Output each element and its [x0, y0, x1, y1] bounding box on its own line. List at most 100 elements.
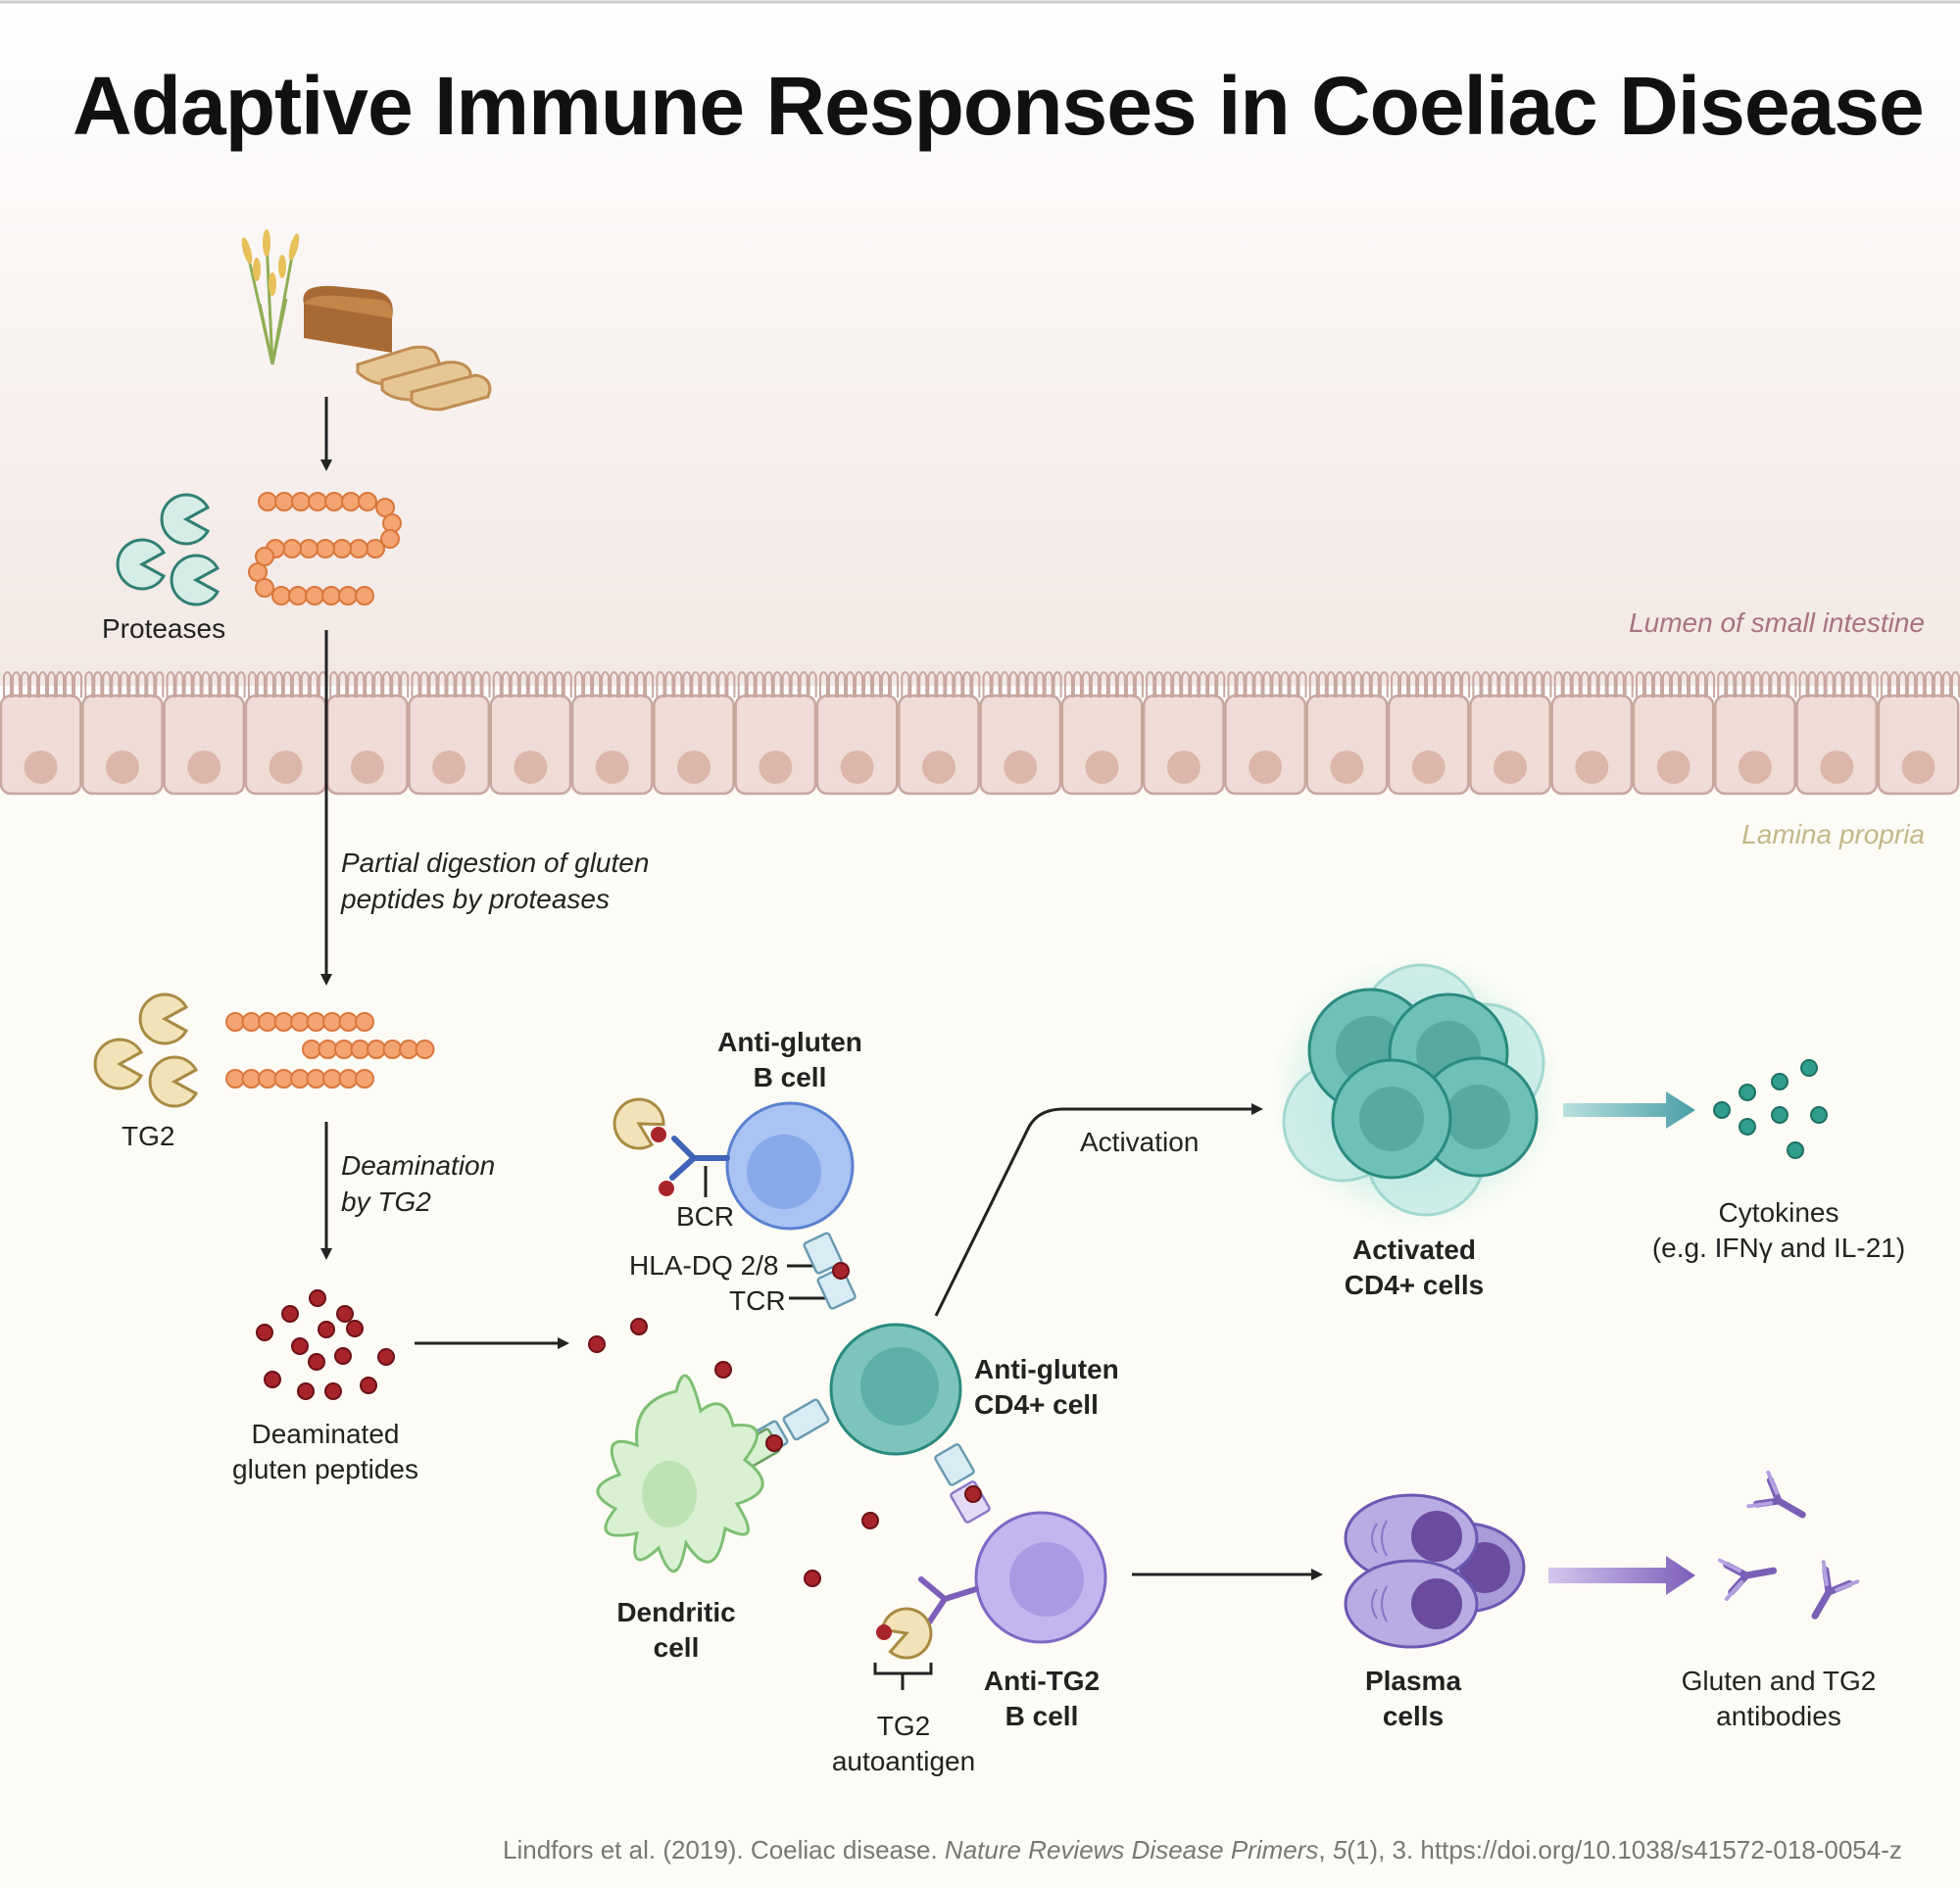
peptide-bead	[258, 1012, 277, 1032]
tg2-autoantigen-bracket	[873, 1663, 933, 1690]
epithelial-nucleus	[1901, 750, 1936, 784]
deaminated-peptides	[256, 1289, 879, 1587]
epithelial-cell	[1305, 694, 1389, 796]
epithelial-cell	[1714, 694, 1796, 796]
cytokines-label: Cytokines (e.g. IFNγ and IL-21)	[1651, 1197, 1906, 1263]
epithelial-cell	[1632, 694, 1715, 796]
epithelial-nucleus	[1575, 750, 1609, 784]
epithelial-nucleus	[24, 750, 58, 784]
peptide-bead	[288, 586, 308, 605]
deaminated-peptide	[346, 1320, 364, 1337]
epithelial-nucleus	[514, 750, 548, 784]
microvilli	[1308, 671, 1389, 698]
anti-gluten-b-cell-label: Anti-gluten B cell	[717, 1027, 862, 1092]
peptide-bead	[399, 1040, 418, 1059]
anti-gluten-b-cell	[725, 1101, 855, 1231]
dendritic-cell-label: Dendritic cell	[616, 1597, 736, 1663]
epithelial-nucleus	[1820, 750, 1854, 784]
peptide-bead	[258, 492, 277, 511]
lumen-label: Lumen of small intestine	[1629, 607, 1925, 638]
peptide-bead	[355, 1012, 374, 1032]
epithelial-nucleus	[1330, 750, 1364, 784]
peptide-bead	[338, 1069, 359, 1089]
arrow-activation	[934, 1103, 1263, 1317]
microvilli	[1472, 671, 1552, 698]
activation-label: Activation	[1080, 1127, 1200, 1157]
peptide-bead	[306, 1069, 326, 1089]
peptide-bead	[332, 539, 352, 558]
microvilli	[1636, 671, 1715, 698]
microvilli	[1391, 671, 1471, 698]
deaminated-peptide	[630, 1318, 648, 1335]
microvilli	[411, 671, 491, 698]
peptide-bead	[349, 539, 368, 558]
peptide-bead	[273, 1012, 294, 1032]
deaminated-peptide	[336, 1305, 354, 1323]
peptide-bead	[273, 1069, 294, 1089]
microvilli	[1063, 671, 1144, 698]
peptide-bead	[299, 539, 318, 558]
wheat-icon	[241, 229, 300, 365]
peptide-bead	[305, 586, 324, 605]
peptide-bead	[271, 586, 291, 605]
microvilli	[1227, 671, 1307, 698]
deaminated-peptide	[861, 1512, 879, 1529]
peptide-bead	[290, 1012, 310, 1032]
tg2-label: TG2	[122, 1121, 175, 1151]
peptide-bead	[316, 539, 335, 558]
arrow-antibody-secretion	[1548, 1556, 1695, 1595]
epithelial-cell	[1877, 694, 1960, 796]
peptide-bead	[258, 1069, 277, 1089]
epithelial-cell	[570, 694, 654, 796]
microvilli	[819, 671, 899, 698]
epithelial-cell	[0, 694, 82, 796]
citation: Lindfors et al. (2019). Coeliac disease.…	[503, 1835, 1902, 1864]
epithelium-layer	[0, 671, 1960, 796]
deaminated-peptide	[360, 1377, 377, 1394]
deaminated-peptide	[281, 1305, 299, 1323]
epithelial-cell	[815, 694, 899, 796]
microvilli	[247, 671, 327, 698]
peptide-bead	[255, 578, 274, 598]
page-title: Adaptive Immune Responses in Coeliac Dis…	[73, 60, 1925, 152]
deamination-label: Deamination by TG2	[341, 1150, 496, 1217]
epithelial-nucleus	[350, 750, 384, 784]
gluten-peptide-chain	[225, 492, 435, 1089]
epithelial-cell	[163, 694, 246, 796]
bcr-receptor	[669, 1136, 730, 1181]
deaminated-peptide	[318, 1321, 335, 1338]
epithelial-nucleus	[921, 750, 956, 784]
deaminated-peptide	[804, 1570, 821, 1587]
deaminated-peptides-label: Deaminated gluten peptides	[232, 1419, 418, 1484]
microvilli	[1798, 671, 1879, 698]
peptide-bead	[290, 1069, 310, 1089]
epithelial-cell	[1550, 694, 1634, 796]
anti-gluten-cd4-label: Anti-gluten CD4+ cell	[974, 1354, 1119, 1420]
peptide-bead	[334, 1040, 354, 1059]
deaminated-peptide	[291, 1337, 309, 1355]
hla-tcr-complex-b	[803, 1232, 857, 1310]
peptide-bead	[306, 1012, 326, 1032]
peptide-bead	[225, 1012, 245, 1032]
peptide-bead	[380, 529, 400, 549]
epithelial-nucleus	[1166, 750, 1200, 784]
microvilli	[84, 671, 165, 698]
peptide-bead	[382, 1040, 403, 1059]
peptide-bead	[318, 1040, 338, 1059]
epithelial-nucleus	[595, 750, 629, 784]
peptide-bead	[350, 1040, 370, 1059]
microvilli	[1146, 671, 1226, 698]
peptide-bead	[322, 1069, 342, 1089]
peptide-bead	[358, 492, 377, 511]
peptide-bead	[338, 1012, 359, 1032]
epithelial-cell	[734, 694, 817, 796]
epithelial-cell	[979, 694, 1062, 796]
epithelial-nucleus	[105, 750, 139, 784]
microvilli	[574, 671, 655, 698]
peptide-bead	[367, 1040, 386, 1059]
epithelial-cell	[1469, 694, 1551, 796]
hla-tcr-complex-tg2b	[934, 1443, 975, 1486]
peptide-bead	[282, 539, 302, 558]
